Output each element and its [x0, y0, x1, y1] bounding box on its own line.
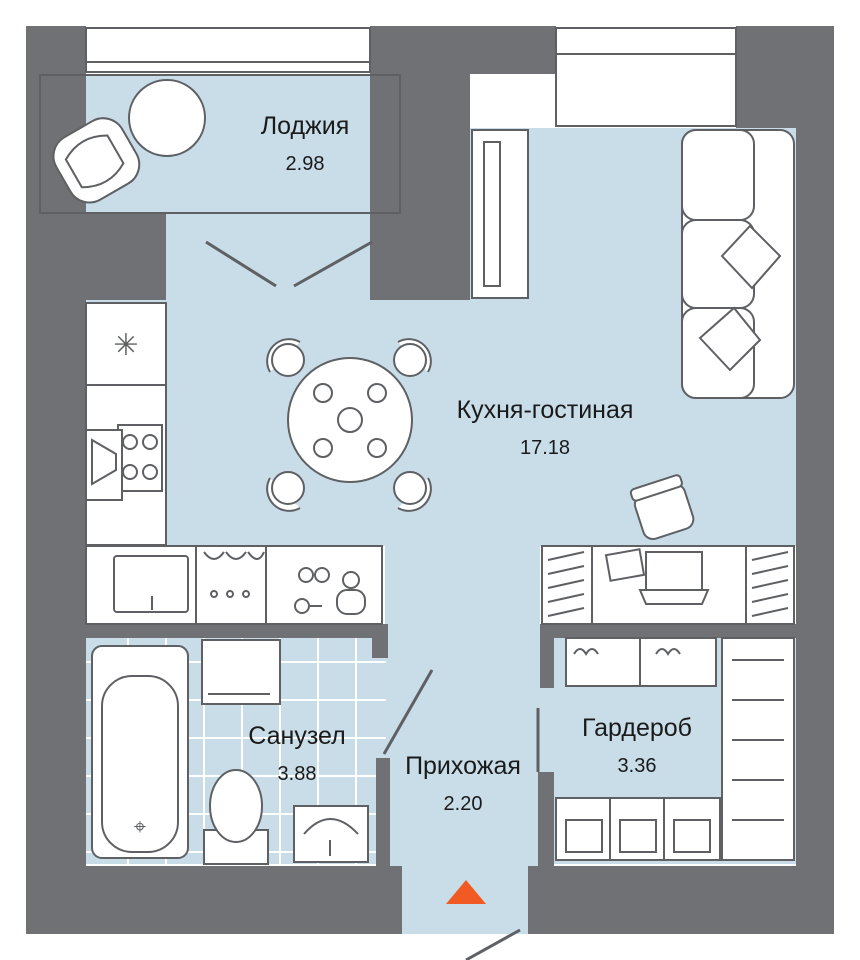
floor-hallway	[385, 546, 540, 934]
triangle-up-icon	[446, 880, 486, 904]
room-area: 3.36	[617, 755, 657, 777]
snowflake-icon: ✳	[113, 328, 138, 363]
armchair	[52, 117, 141, 204]
dining-set	[266, 338, 432, 512]
tv	[483, 141, 501, 287]
cooktop	[117, 424, 163, 492]
loggia-furniture	[52, 79, 206, 204]
room-area: 2.98	[285, 153, 325, 175]
pillow	[720, 224, 782, 290]
room-label-kitchen-living: Кухня-гостиная 17.18	[420, 396, 670, 460]
kitchen-unit: ✳	[85, 302, 167, 546]
room-label-hallway: Прихожая 2.20	[382, 752, 544, 816]
walls	[26, 26, 834, 934]
room-label-loggia: Лоджия 2.98	[220, 112, 390, 176]
laptop	[645, 551, 703, 591]
round-table	[128, 79, 206, 157]
pillow	[698, 306, 762, 372]
windows	[85, 27, 737, 127]
chair	[629, 474, 695, 541]
room-name: Гардероб	[582, 714, 692, 742]
room-name: Лоджия	[260, 112, 350, 140]
living-furniture	[471, 129, 795, 399]
window-loggia	[85, 27, 371, 73]
wardrobe-furniture	[555, 637, 795, 861]
room-area: 3.88	[277, 763, 317, 785]
loggia-doors	[205, 240, 373, 288]
window-living	[555, 27, 737, 127]
room-label-wardrobe: Гардероб 3.36	[562, 714, 712, 778]
drain-icon: ⌖	[134, 815, 146, 840]
desk-area	[541, 474, 795, 625]
room-name: Прихожая	[405, 752, 521, 780]
toilet	[209, 769, 263, 843]
room-area: 17.18	[519, 437, 571, 459]
kitchen-counter	[85, 545, 383, 625]
kettle	[336, 589, 366, 615]
room-label-bathroom: Санузел 3.88	[222, 722, 372, 786]
room-name: Санузел	[248, 722, 346, 750]
hallway-doors	[382, 669, 540, 960]
kitchen-sink	[113, 555, 189, 613]
room-area: 2.20	[443, 793, 483, 815]
room-name: Кухня-гостиная	[456, 396, 634, 424]
bathroom-fixtures: ⌖	[91, 639, 369, 865]
